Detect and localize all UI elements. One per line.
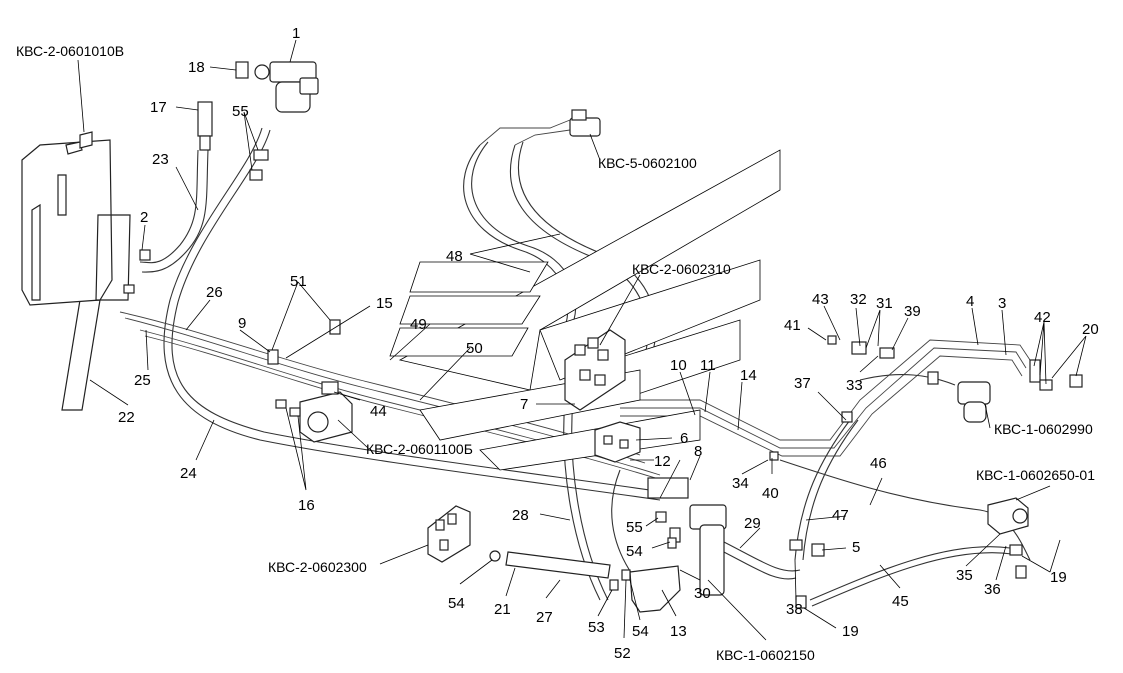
callout-19-bottom: 19 [842, 623, 859, 640]
callout-54-mid: 54 [626, 543, 643, 560]
assembly-codes: КВС-2-0601010В КВС-5-0602100 КВС-2-06023… [16, 43, 1095, 663]
bracket [629, 565, 681, 613]
code-right-unit-upper: КВС-1-0602990 [994, 421, 1093, 437]
callout-22: 22 [118, 409, 135, 426]
right-unit-lower [987, 497, 1029, 535]
callout-24: 24 [180, 465, 197, 482]
callout-25: 25 [134, 372, 151, 389]
callout-30: 30 [694, 585, 711, 602]
callout-11: 11 [700, 357, 716, 374]
callout-54-bottom: 54 [632, 623, 649, 640]
platform-sheets [389, 149, 781, 471]
callout-31: 31 [876, 295, 893, 312]
code-pump: КВС-2-0601100Б [366, 441, 473, 457]
callout-10: 10 [670, 357, 687, 374]
callout-34: 34 [732, 475, 749, 492]
callout-40: 40 [762, 485, 779, 502]
bottom-filter [647, 477, 727, 596]
hose-lines [61, 119, 1031, 607]
callout-5: 5 [852, 539, 860, 556]
callout-37: 37 [794, 375, 811, 392]
callout-50: 50 [466, 340, 483, 357]
callout-15: 15 [376, 295, 393, 312]
callout-35: 35 [956, 567, 973, 584]
distributor-upper [564, 329, 626, 411]
callout-53: 53 [588, 619, 605, 636]
top-filter [197, 61, 319, 181]
callout-numbers: 1 2 3 4 5 6 7 8 9 10 11 12 13 14 15 16 1… [118, 25, 1099, 662]
callout-20: 20 [1082, 321, 1099, 338]
code-valve-top: КВС-5-0602100 [598, 155, 697, 171]
callout-38: 38 [786, 601, 803, 618]
callout-29: 29 [744, 515, 761, 532]
callout-16: 16 [298, 497, 315, 514]
callout-41: 41 [784, 317, 801, 334]
callout-18: 18 [188, 59, 205, 76]
callout-19-right: 19 [1050, 569, 1067, 586]
oil-tank [21, 131, 131, 306]
code-tank: КВС-2-0601010В [16, 43, 124, 59]
callout-46: 46 [870, 455, 887, 472]
right-unit-upper [957, 381, 991, 423]
callout-44: 44 [370, 403, 387, 420]
callout-17: 17 [150, 99, 167, 116]
callout-3: 3 [998, 295, 1006, 312]
callout-27: 27 [536, 609, 553, 626]
callout-21: 21 [494, 601, 511, 618]
lower-valve-block [594, 421, 641, 463]
callout-36: 36 [984, 581, 1001, 598]
top-valve [569, 109, 601, 137]
callout-14: 14 [740, 367, 757, 384]
fittings [123, 249, 1083, 609]
callout-54-left: 54 [448, 595, 465, 612]
callout-7: 7 [520, 396, 528, 413]
callout-1: 1 [292, 25, 300, 42]
callout-55-top: 55 [232, 103, 249, 120]
callout-52: 52 [614, 645, 631, 662]
leader-lines [77, 39, 1087, 641]
callout-55-mid: 55 [626, 519, 643, 536]
pump [267, 319, 353, 443]
callout-6: 6 [680, 430, 688, 447]
code-right-unit-lower: КВС-1-0602650-01 [976, 467, 1095, 483]
callout-13: 13 [670, 623, 687, 640]
callout-12: 12 [654, 453, 671, 470]
callout-8: 8 [694, 443, 702, 460]
callout-28: 28 [512, 507, 529, 524]
code-distributor-bottom: КВС-2-0602300 [268, 559, 367, 575]
callout-2: 2 [140, 209, 148, 226]
callout-49: 49 [410, 316, 427, 333]
callout-39: 39 [904, 303, 921, 320]
callout-42: 42 [1034, 309, 1051, 326]
bottom-distributor [427, 505, 501, 563]
callout-9: 9 [238, 315, 246, 332]
callout-23: 23 [152, 151, 169, 168]
code-filter-bottom: КВС-1-0602150 [716, 647, 815, 663]
callout-51: 51 [290, 273, 307, 290]
callout-33: 33 [846, 377, 863, 394]
code-distributor-top: КВС-2-0602310 [632, 261, 731, 277]
callout-32: 32 [850, 291, 867, 308]
callout-47: 47 [832, 507, 849, 524]
callout-4: 4 [966, 293, 974, 310]
callout-48: 48 [446, 248, 463, 265]
callout-43: 43 [812, 291, 829, 308]
callout-26: 26 [206, 284, 223, 301]
callout-45: 45 [892, 593, 909, 610]
